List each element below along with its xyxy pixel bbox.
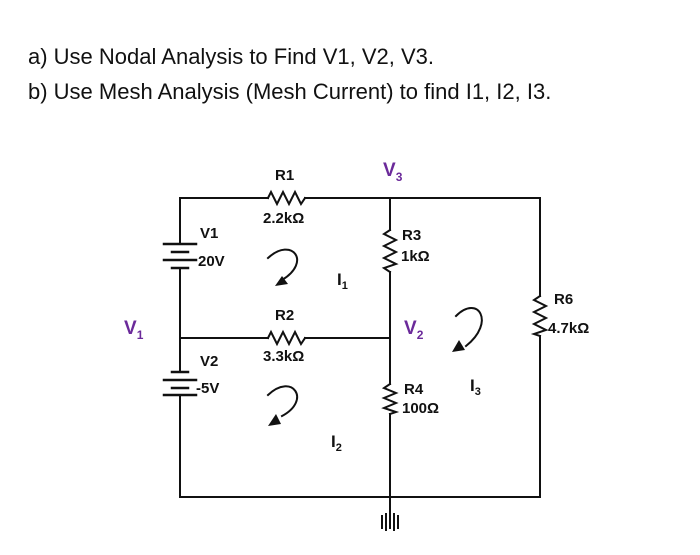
question-part-a: a) Use Nodal Analysis to Find V1, V2, V3… [28,44,434,69]
node-label-v2: V2 [404,318,424,342]
resistor-r1-name: R1 [275,167,294,184]
resistor-r2-value: 3.3kΩ [263,348,304,365]
source-v1-value: 20V [198,253,225,270]
resistor-r2-name: R2 [275,307,294,324]
mesh-current-i3-label: I3 [470,376,481,398]
node-label-v3: V3 [383,160,403,184]
resistor-r4-value: 100Ω [402,400,439,417]
resistor-r6-value: 4.7kΩ [548,320,589,337]
resistor-r3-value: 1kΩ [401,248,430,265]
source-v2-value: -5V [196,380,219,397]
resistor-r4-symbol [381,382,400,416]
mesh-arrow-i3-head-icon [452,340,465,352]
mesh-arrow-i2-icon [266,385,299,418]
mesh-current-i2-label: I2 [331,432,342,454]
mesh-arrow-i3-icon [454,307,483,348]
battery-v1-symbol [162,242,198,270]
resistor-r1-symbol [266,189,307,207]
node-label-v1: V1 [124,318,144,342]
resistor-r4-name: R4 [404,381,424,398]
resistor-r6-name: R6 [554,291,573,308]
mesh-arrow-i1-icon [266,248,299,282]
mesh-arrow-i1-head-icon [275,276,288,286]
question-part-b: b) Use Mesh Analysis (Mesh Current) to f… [28,79,552,104]
resistor-r2-symbol [266,329,307,347]
circuit-wires [179,197,541,516]
resistor-r1-value: 2.2kΩ [263,210,304,227]
ground-icon [381,513,399,531]
resistor-r6-symbol [530,294,549,338]
resistor-r3-name: R3 [402,227,421,244]
mesh-arrow-i2-head-icon [268,414,281,426]
source-v2-name: V2 [200,353,218,370]
battery-v2-symbol [162,370,198,397]
mesh-current-i1-label: I1 [337,270,348,292]
resistor-r3-symbol [381,228,399,274]
source-v1-name: V1 [200,225,218,242]
